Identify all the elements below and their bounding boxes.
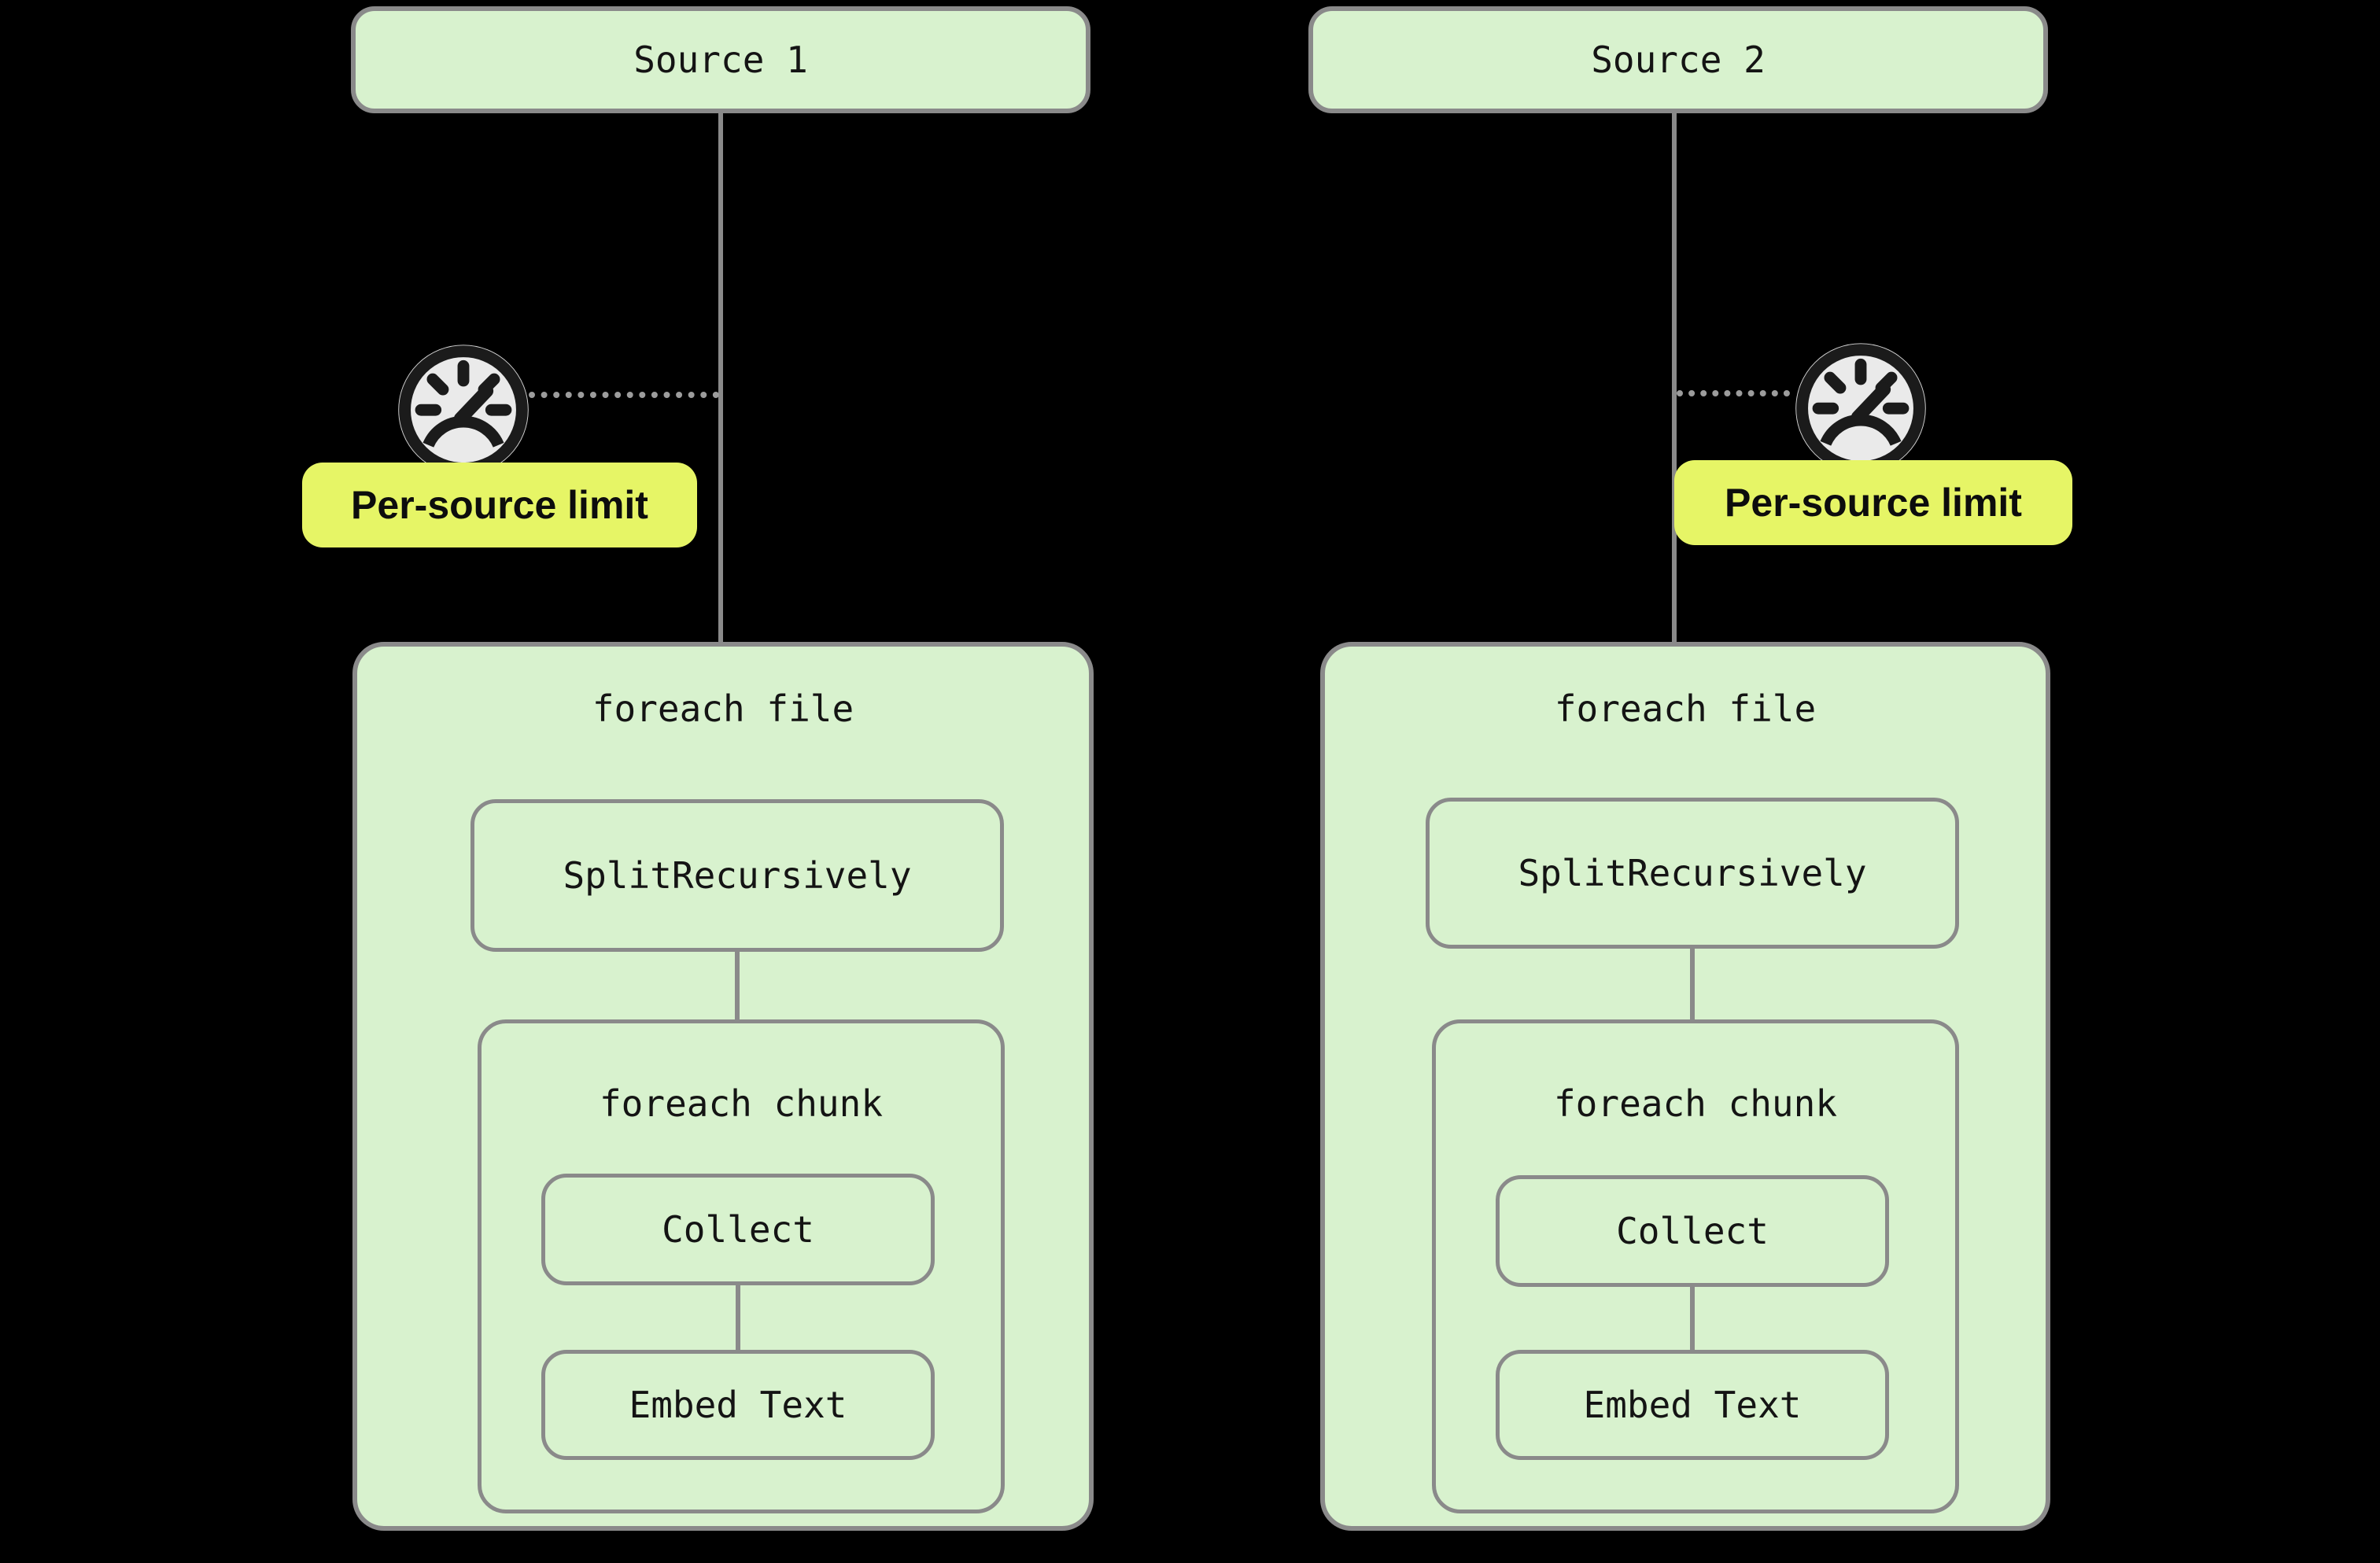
per-source-limit-label: Per-source limit bbox=[1725, 481, 2022, 525]
source-node: Source 1 bbox=[351, 6, 1090, 113]
source-node: Source 2 bbox=[1308, 6, 2048, 113]
split-recursively-node: SplitRecursively bbox=[1426, 798, 1959, 949]
foreach-file-label: foreach file bbox=[1554, 687, 1817, 730]
collect-node: Collect bbox=[1496, 1175, 1889, 1287]
limit-dotted-connector bbox=[1677, 390, 1790, 396]
embed-text-label: Embed Text bbox=[1583, 1384, 1802, 1426]
collect-label: Collect bbox=[1616, 1210, 1769, 1252]
split-recursively-node: SplitRecursively bbox=[470, 799, 1004, 952]
per-source-limit-badge: Per-source limit bbox=[1674, 460, 2072, 545]
limit-dotted-connector bbox=[529, 392, 719, 398]
source-node-label: Source 1 bbox=[633, 39, 808, 81]
source-node-label: Source 2 bbox=[1591, 39, 1766, 81]
per-source-limit-badge: Per-source limit bbox=[302, 463, 697, 547]
embed-text-node: Embed Text bbox=[1496, 1350, 1889, 1460]
collect-to-embed-connector bbox=[736, 1285, 740, 1350]
split-recursively-label: SplitRecursively bbox=[563, 854, 912, 897]
split-to-chunk-connector bbox=[1690, 949, 1695, 1019]
source-to-loop-connector bbox=[718, 112, 723, 643]
collect-node: Collect bbox=[541, 1174, 935, 1285]
split-recursively-label: SplitRecursively bbox=[1518, 852, 1867, 894]
foreach-chunk-label: foreach chunk bbox=[1553, 1082, 1838, 1125]
collect-label: Collect bbox=[662, 1208, 814, 1251]
embed-text-node: Embed Text bbox=[541, 1350, 935, 1460]
per-source-limit-label: Per-source limit bbox=[351, 483, 648, 527]
embed-text-label: Embed Text bbox=[629, 1384, 847, 1426]
split-to-chunk-connector bbox=[735, 952, 740, 1019]
gauge-icon bbox=[398, 345, 529, 475]
foreach-chunk-label: foreach chunk bbox=[599, 1082, 884, 1125]
foreach-file-label: foreach file bbox=[592, 687, 854, 730]
collect-to-embed-connector bbox=[1690, 1287, 1695, 1350]
source-to-loop-connector bbox=[1672, 112, 1677, 643]
gauge-icon bbox=[1795, 343, 1926, 474]
